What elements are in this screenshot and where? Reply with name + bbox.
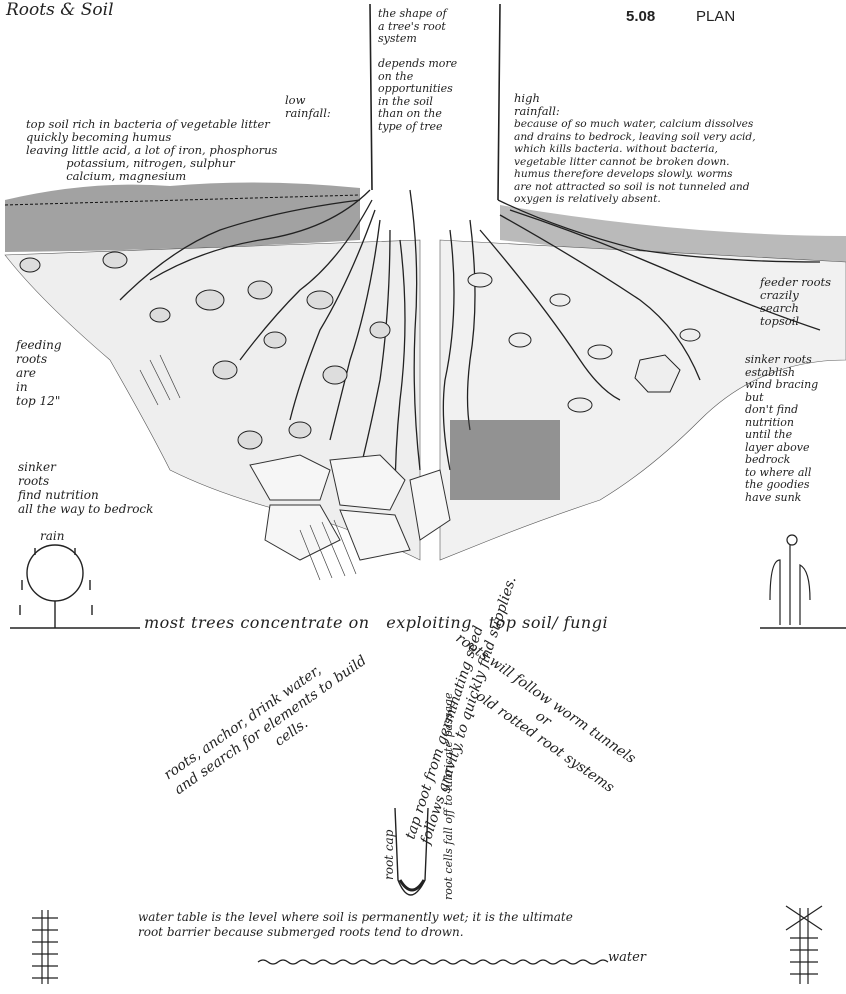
fall-off-note: root cells fall off to lubricate passage xyxy=(442,692,455,900)
anchor-line-2: and search for elements to build xyxy=(171,653,369,798)
water-label: water xyxy=(608,951,646,964)
low-rainfall-body: top soil rich in bacteria of vegetable l… xyxy=(26,118,277,183)
topsoil-left xyxy=(5,182,360,252)
feeding-roots-note: feeding roots are in top 12" xyxy=(16,338,62,408)
small-tree-left xyxy=(20,545,92,628)
high-rainfall-body: because of so much water, calcium dissol… xyxy=(514,118,756,206)
trunk-note: the shape of a tree's root system depend… xyxy=(378,8,457,133)
root-cap-note: root cap xyxy=(382,829,396,880)
submerged-root-right xyxy=(786,906,822,984)
water-table-note: water table is the level where soil is p… xyxy=(138,910,573,940)
anchor-note: roots, anchor, drink water, and search f… xyxy=(161,635,383,812)
low-rainfall-heading: low rainfall: xyxy=(285,94,331,120)
feeder-right-note: feeder roots crazily search topsoil xyxy=(760,276,831,328)
feeder-tangle xyxy=(450,420,560,500)
ground-line-note: most trees concentrate on exploiting top… xyxy=(144,614,608,632)
water-waves xyxy=(258,960,608,964)
high-rainfall-heading: high rainfall: xyxy=(514,92,560,118)
sinker-left-note: sinker roots find nutrition all the way … xyxy=(18,460,153,516)
submerged-root-left xyxy=(32,910,58,984)
rain-label: rain xyxy=(40,530,64,543)
sinker-right-note: sinker roots establish wind bracing but … xyxy=(745,354,818,504)
small-tree-right xyxy=(770,535,810,625)
